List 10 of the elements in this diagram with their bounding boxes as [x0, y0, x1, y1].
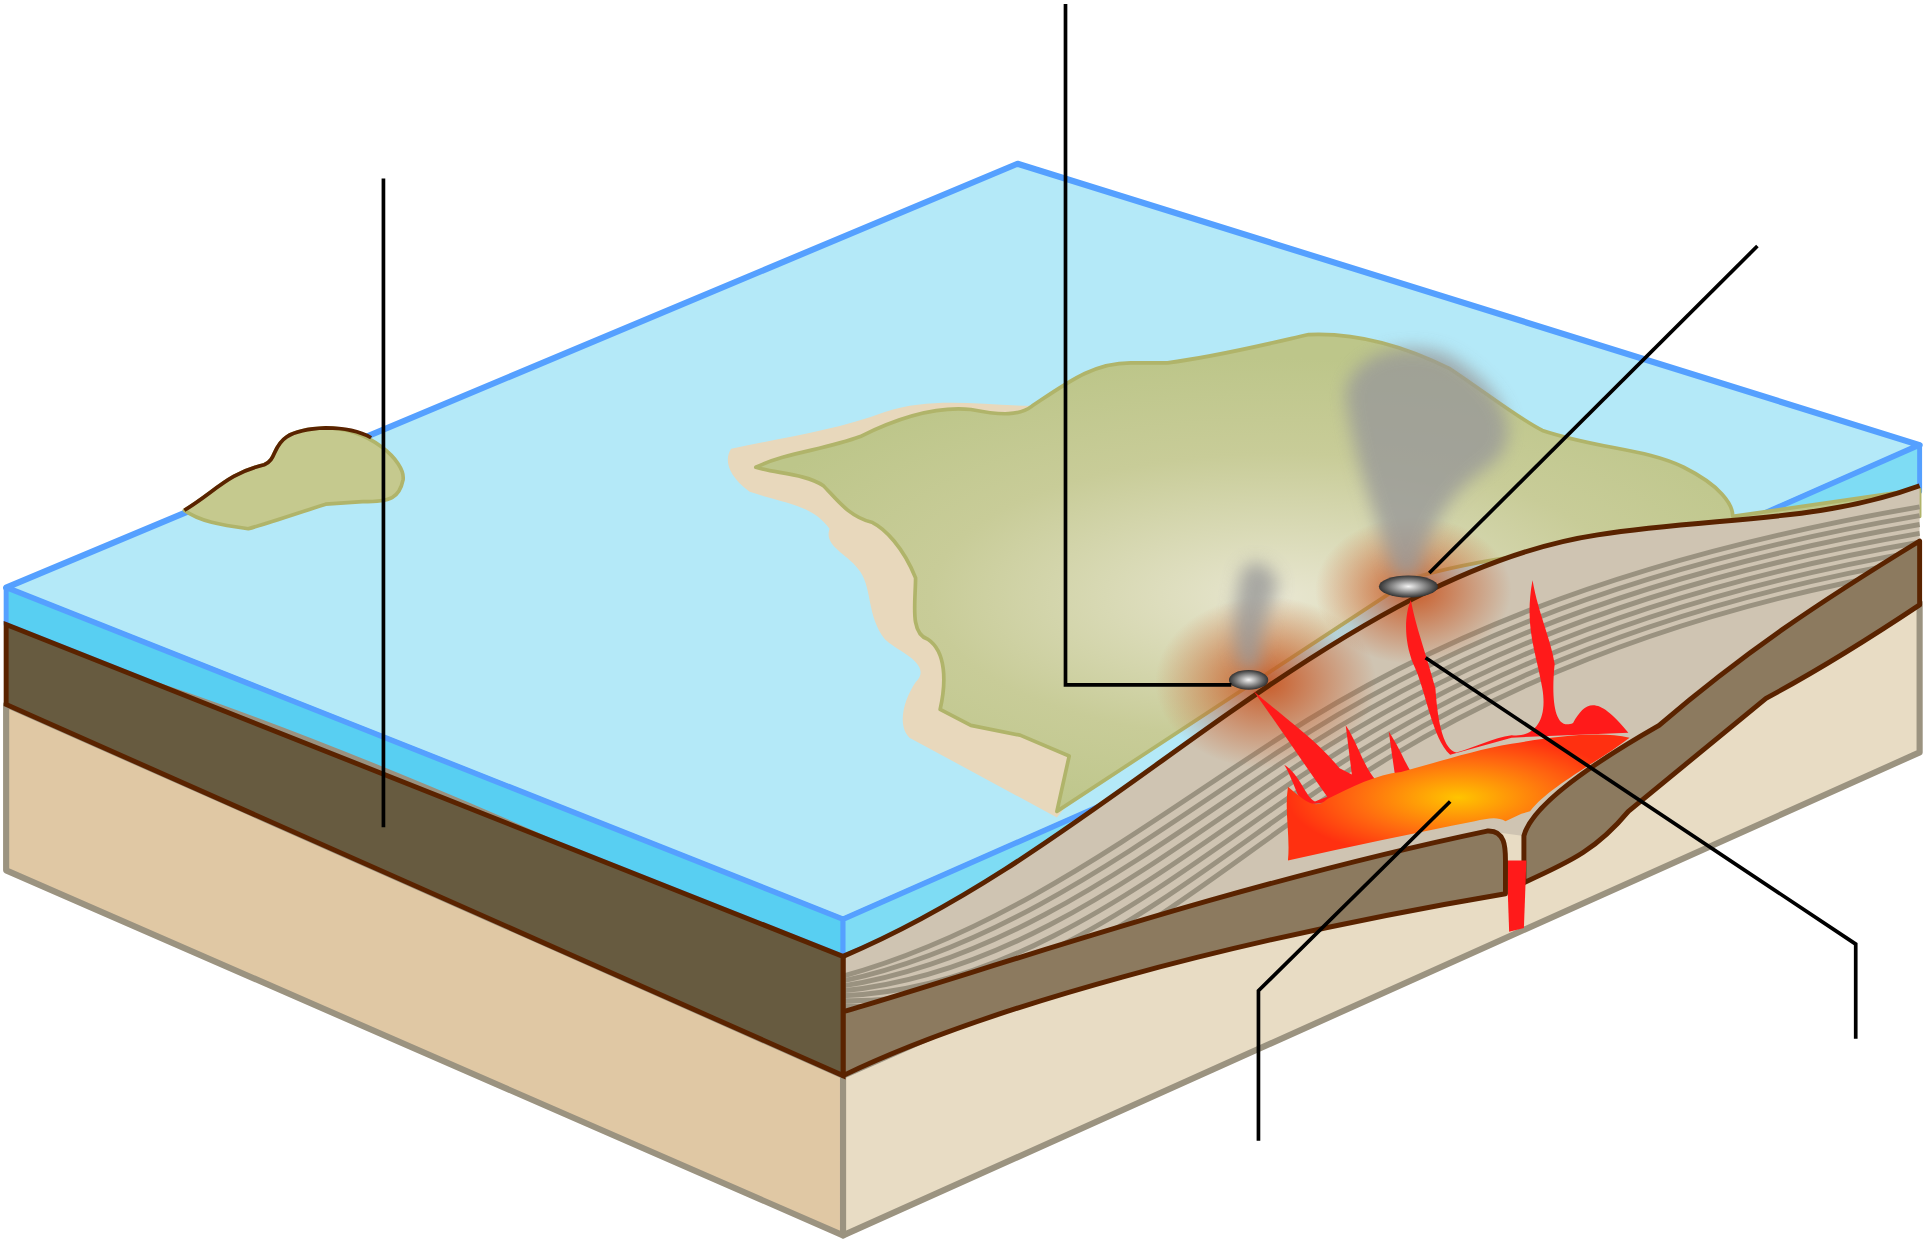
- oceanic-plate: [3, 620, 846, 1080]
- magma-chamber: [1286, 734, 1630, 861]
- leader-line: [1063, 3, 1232, 687]
- leader-line: [1256, 800, 1452, 1141]
- leader-line: [1427, 244, 1759, 575]
- magma-dike: [1406, 580, 1629, 755]
- volcanic-vent: [1228, 670, 1269, 690]
- volcanic-vent: [1378, 575, 1438, 598]
- leader-line: [1424, 656, 1858, 1039]
- leader-line: [381, 178, 386, 828]
